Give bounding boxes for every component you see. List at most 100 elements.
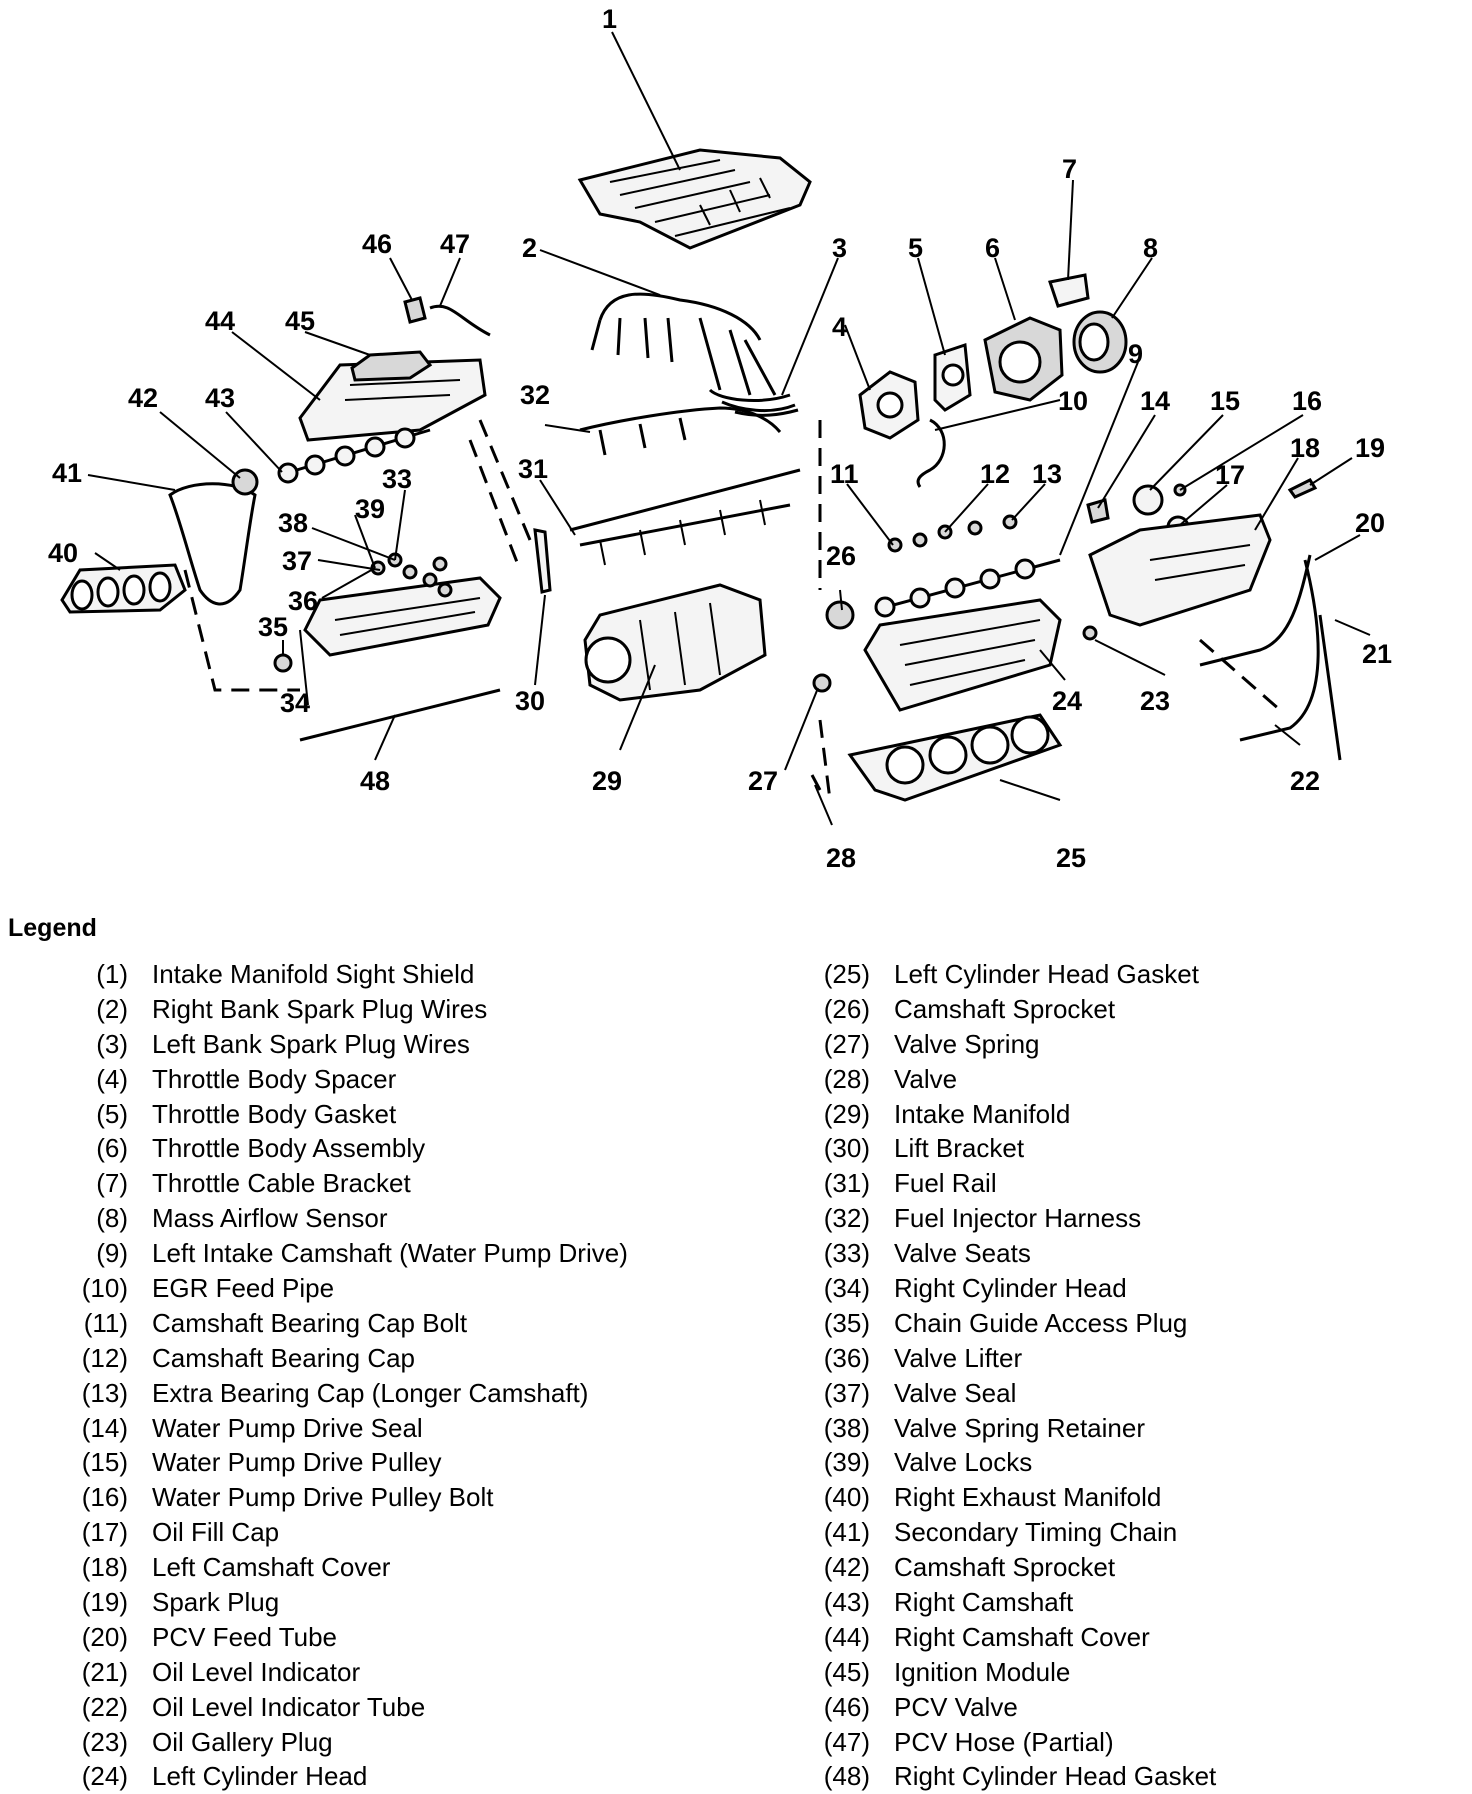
egr-feed-pipe bbox=[916, 418, 946, 488]
legend-item-number: (45) bbox=[823, 1656, 870, 1687]
right-cylinder-head bbox=[303, 576, 502, 657]
legend-item-number: (44) bbox=[823, 1621, 870, 1652]
legend-item-number: (34) bbox=[823, 1273, 870, 1304]
legend-item: (38)Valve Spring Retainer bbox=[790, 1411, 1450, 1446]
lift-bracket bbox=[533, 528, 552, 594]
legend-item: (15)Water Pump Drive Pulley bbox=[48, 1445, 748, 1480]
legend-item: (48)Right Cylinder Head Gasket bbox=[790, 1759, 1450, 1794]
legend-item-number: (10) bbox=[81, 1273, 128, 1304]
legend-item-label: Oil Level Indicator bbox=[152, 1656, 361, 1687]
legend-item-label: Throttle Body Assembly bbox=[152, 1133, 426, 1164]
legend-item: (2)Right Bank Spark Plug Wires bbox=[48, 992, 748, 1027]
legend-item-number: (18) bbox=[81, 1552, 128, 1583]
legend-item-number: (23) bbox=[81, 1726, 128, 1757]
left-intake-camshaft bbox=[874, 558, 1061, 618]
legend-item-number: (31) bbox=[823, 1168, 870, 1199]
legend-item-label: Left Camshaft Cover bbox=[152, 1552, 391, 1583]
legend-item: (34)Right Cylinder Head bbox=[790, 1271, 1450, 1306]
legend-item-number: (21) bbox=[81, 1656, 128, 1687]
legend-item: (33)Valve Seats bbox=[790, 1236, 1450, 1271]
legend-item-number: (40) bbox=[823, 1482, 870, 1513]
callout-29: 29 bbox=[592, 766, 622, 796]
legend-item-label: Valve Locks bbox=[894, 1447, 1033, 1478]
legend-item-label: Throttle Cable Bracket bbox=[152, 1168, 411, 1199]
legend-item: (35) Chain Guide Access Plug bbox=[790, 1306, 1450, 1341]
legend-title: Legend bbox=[8, 914, 97, 942]
legend-item-label: Right Camshaft Cover bbox=[894, 1621, 1150, 1652]
legend-item: (13) Extra Bearing Cap (Longer Camshaft) bbox=[48, 1376, 748, 1411]
legend-item-label: Mass Airflow Sensor bbox=[152, 1203, 388, 1234]
legend-item-number: (30) bbox=[823, 1133, 870, 1164]
intake-manifold bbox=[583, 583, 767, 702]
legend-item-label: Throttle Body Gasket bbox=[152, 1098, 397, 1129]
callout-13: 13 bbox=[1032, 459, 1062, 489]
callout-35: 35 bbox=[258, 612, 288, 642]
callout-46: 46 bbox=[362, 229, 392, 259]
legend-item-number: (13) bbox=[81, 1377, 128, 1408]
legend-item-label: Extra Bearing Cap (Longer Camshaft) bbox=[152, 1377, 589, 1408]
legend-item-number: (14) bbox=[81, 1412, 128, 1443]
callout-47: 47 bbox=[440, 229, 470, 259]
legend-item: (30) Lift Bracket bbox=[790, 1131, 1450, 1166]
legend-item-number: (20) bbox=[81, 1621, 128, 1652]
right-bank-spark-plug-wires bbox=[590, 292, 777, 396]
legend-item-number: (19) bbox=[81, 1587, 128, 1618]
legend-item-label: Ignition Module bbox=[894, 1656, 1071, 1687]
callout-38: 38 bbox=[278, 508, 308, 538]
legend-item: (29)Intake Manifold bbox=[790, 1097, 1450, 1132]
legend-item: (40)Right Exhaust Manifold bbox=[790, 1480, 1450, 1515]
alignment-lines bbox=[183, 419, 1281, 801]
callout-10: 10 bbox=[1058, 386, 1088, 416]
callout-19: 19 bbox=[1355, 433, 1385, 463]
legend-item-label: Left Cylinder Head Gasket bbox=[894, 959, 1199, 989]
callout-1: 1 bbox=[602, 4, 617, 34]
exploded-engine-diagram: 1 2 3 4 5 6 7 8 9 10 11 12 13 14 15 16 1… bbox=[48, 4, 1392, 873]
legend-item-label: Chain Guide Access Plug bbox=[894, 1307, 1188, 1338]
right-camshaft-cover bbox=[298, 358, 487, 442]
callout-8: 8 bbox=[1143, 233, 1158, 263]
legend-item-label: Left Bank Spark Plug Wires bbox=[152, 1028, 470, 1059]
callout-4: 4 bbox=[832, 312, 847, 342]
legend-item: (14)Water Pump Drive Seal bbox=[48, 1411, 748, 1446]
legend-item: (42)Camshaft Sprocket bbox=[790, 1550, 1450, 1585]
callout-31: 31 bbox=[518, 454, 548, 484]
legend-item-number: (35) bbox=[823, 1307, 870, 1338]
left-camshaft-cover bbox=[1088, 513, 1272, 627]
callout-15: 15 bbox=[1210, 386, 1240, 416]
legend-item: (17)Oil Fill Cap bbox=[48, 1515, 748, 1550]
leader-lines bbox=[87, 31, 1371, 826]
callout-26: 26 bbox=[826, 541, 856, 571]
legend-item-number: (17) bbox=[81, 1517, 128, 1548]
legend-item-number: (11) bbox=[83, 1307, 128, 1338]
legend-item: (43)Right Camshaft bbox=[790, 1585, 1450, 1620]
throttle-cable-bracket bbox=[1048, 273, 1090, 308]
callout-30: 30 bbox=[515, 686, 545, 716]
legend-item-number: (37) bbox=[823, 1377, 870, 1408]
legend-item-number: (26) bbox=[823, 993, 870, 1024]
legend-item: (5)Throttle Body Gasket bbox=[48, 1097, 748, 1132]
legend-item-label: Intake Manifold Sight Shield bbox=[152, 959, 475, 989]
callout-39: 39 bbox=[355, 494, 385, 524]
legend-item-number: (39) bbox=[823, 1447, 870, 1478]
legend-item-label: Valve Spring bbox=[894, 1028, 1040, 1059]
callout-40: 40 bbox=[48, 538, 78, 568]
legend-item: (27)Valve Spring bbox=[790, 1027, 1450, 1062]
legend-item-label: Right Camshaft bbox=[894, 1587, 1074, 1618]
legend-item: (41)Secondary Timing Chain bbox=[790, 1515, 1450, 1550]
legend-item: (39) Valve Locks bbox=[790, 1445, 1450, 1480]
legend-item: (25)Left Cylinder Head Gasket bbox=[790, 957, 1450, 992]
legend-item: (20)PCV Feed Tube bbox=[48, 1620, 748, 1655]
callout-5: 5 bbox=[908, 233, 923, 263]
callout-37: 37 bbox=[282, 546, 312, 576]
throttle-body-assembly bbox=[983, 316, 1064, 402]
legend-item: (4)Throttle Body Spacer bbox=[48, 1062, 748, 1097]
legend-item: (24)Left Cylinder Head bbox=[48, 1759, 748, 1794]
callout-22: 22 bbox=[1290, 766, 1320, 796]
legend-item-number: (12) bbox=[81, 1342, 128, 1373]
legend-item-number: (3) bbox=[96, 1028, 128, 1059]
left-bank-spark-plug-wires bbox=[708, 388, 799, 417]
legend-item-label: Lift Bracket bbox=[894, 1133, 1025, 1164]
legend-item: (1)Intake Manifold Sight Shield bbox=[48, 957, 748, 992]
legend-item-number: (7) bbox=[96, 1168, 128, 1199]
callout-11: 11 bbox=[830, 459, 859, 489]
